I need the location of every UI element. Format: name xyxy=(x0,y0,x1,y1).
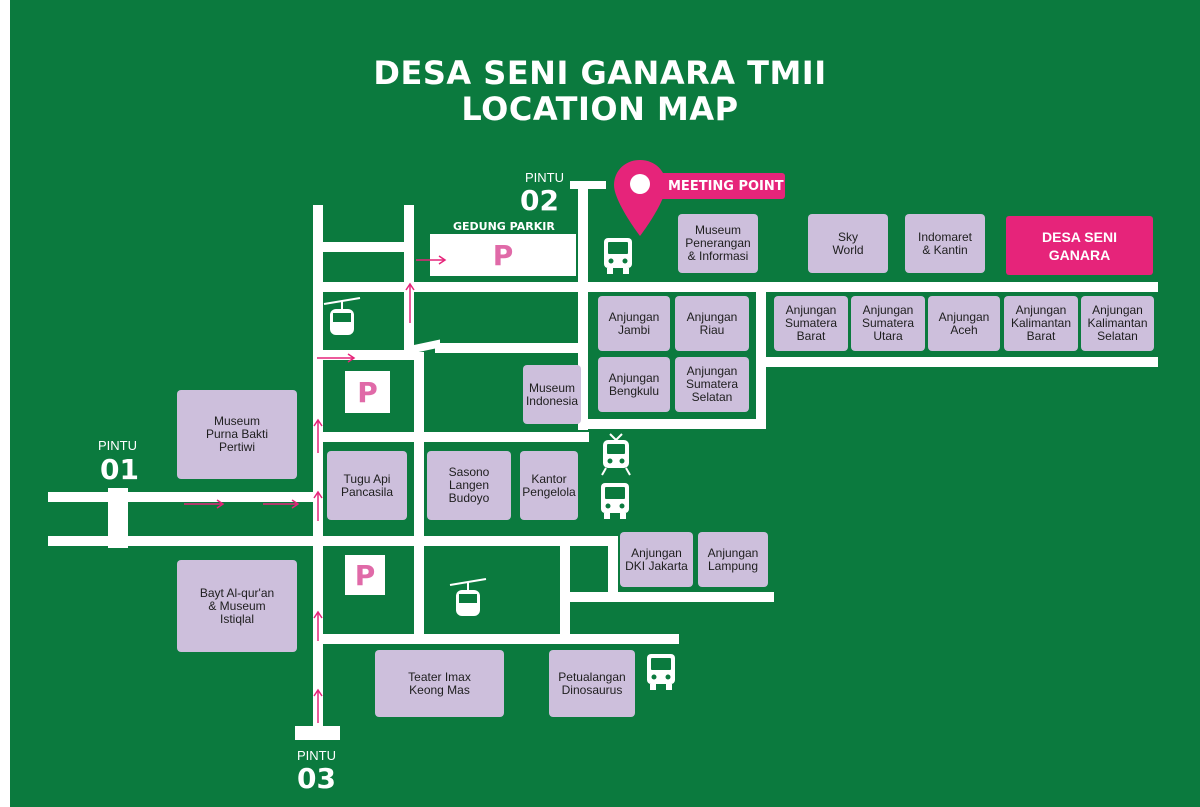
parking-lot-north: P xyxy=(345,371,390,413)
place-anjungan-sumatera-utara[interactable]: Anjungan Sumatera Utara xyxy=(851,296,925,351)
bus-icon xyxy=(604,238,632,274)
place-anjungan-jambi[interactable]: Anjungan Jambi xyxy=(598,296,670,351)
location-pin-icon xyxy=(614,160,666,236)
gate-02-number: 02 xyxy=(520,184,559,217)
arrow-icon xyxy=(313,418,323,453)
place-anjungan-kalimantan-barat[interactable]: Anjungan Kalimantan Barat xyxy=(1004,296,1078,351)
place-tugu-api-pancasila[interactable]: Tugu Api Pancasila xyxy=(327,451,407,520)
parking-lot-south: P xyxy=(345,555,385,595)
arrow-icon xyxy=(317,353,356,363)
place-bayt-al-quran[interactable]: Bayt Al-qur'an & Museum Istiqlal xyxy=(177,560,297,652)
arrow-icon xyxy=(184,499,225,509)
place-sky-world[interactable]: Sky World xyxy=(808,214,888,273)
arrow-icon xyxy=(313,490,323,521)
place-anjungan-aceh[interactable]: Anjungan Aceh xyxy=(928,296,1000,351)
place-indomaret[interactable]: Indomaret & Kantin xyxy=(905,214,985,273)
place-petualangan-dinosaurus[interactable]: Petualangan Dinosaurus xyxy=(549,650,635,717)
cable-car-icon xyxy=(323,297,361,335)
parking-building: P xyxy=(430,234,576,276)
place-anjungan-bengkulu[interactable]: Anjungan Bengkulu xyxy=(598,357,670,412)
place-anjungan-kalimantan-selatan[interactable]: Anjungan Kalimantan Selatan xyxy=(1081,296,1154,351)
place-sasono-langen-budoyo[interactable]: Sasono Langen Budoyo xyxy=(427,451,511,520)
arrow-icon xyxy=(405,282,415,323)
place-anjungan-sumatera-barat[interactable]: Anjungan Sumatera Barat xyxy=(774,296,848,351)
gate-01-number: 01 xyxy=(100,453,139,486)
place-anjungan-sumatera-selatan[interactable]: Anjungan Sumatera Selatan xyxy=(675,357,749,412)
parking-building-label: GEDUNG PARKIR xyxy=(453,220,555,233)
arrow-icon xyxy=(263,499,300,509)
place-anjungan-riau[interactable]: Anjungan Riau xyxy=(675,296,749,351)
bus-icon xyxy=(647,654,675,690)
arrow-icon xyxy=(416,255,447,265)
place-museum-purna-bakti[interactable]: Museum Purna Bakti Pertiwi xyxy=(177,390,297,479)
map-subtitle: LOCATION MAP xyxy=(461,90,739,128)
map-title: DESA SENI GANARA TMII xyxy=(373,54,827,92)
place-museum-indonesia[interactable]: Museum Indonesia xyxy=(523,365,581,424)
gate-01-word: PINTU xyxy=(98,438,137,453)
place-museum-penerangan[interactable]: Museum Penerangan & Informasi xyxy=(678,214,758,273)
arrow-icon xyxy=(313,688,323,723)
cable-car-icon xyxy=(449,578,487,616)
gate-03-word: PINTU xyxy=(297,748,336,763)
place-desa-seni-ganara[interactable]: DESA SENI GANARA xyxy=(1006,216,1153,275)
gate-02-word: PINTU xyxy=(525,170,564,185)
place-anjungan-dki-jakarta[interactable]: Anjungan DKI Jakarta xyxy=(620,532,693,587)
train-icon xyxy=(601,433,631,476)
bus-icon xyxy=(601,483,629,519)
place-teater-imax[interactable]: Teater Imax Keong Mas xyxy=(375,650,504,717)
arrow-icon xyxy=(313,610,323,641)
gate-03-number: 03 xyxy=(297,762,336,795)
place-anjungan-lampung[interactable]: Anjungan Lampung xyxy=(698,532,768,587)
place-kantor-pengelola[interactable]: Kantor Pengelola xyxy=(520,451,578,520)
